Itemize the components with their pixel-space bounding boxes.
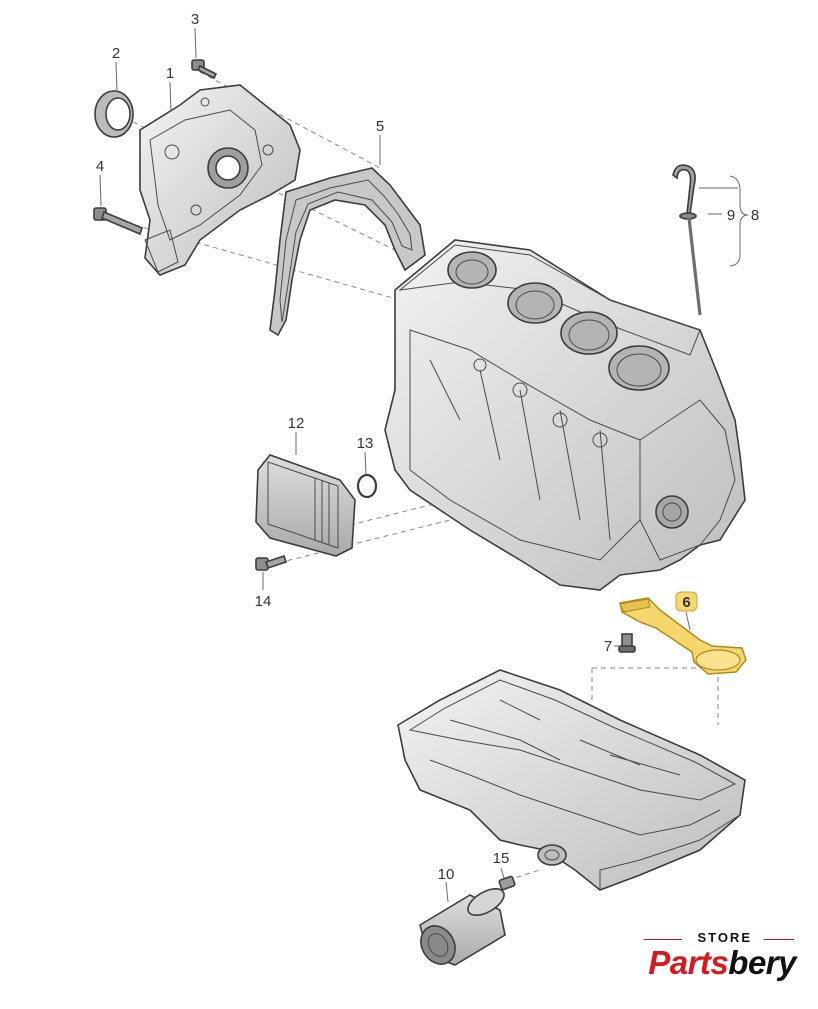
callout-9: 9 bbox=[727, 207, 735, 224]
oil-pan bbox=[397, 669, 746, 891]
callout-14: 14 bbox=[255, 593, 272, 610]
brand-name-red: Parts bbox=[648, 944, 729, 981]
plug-part-15 bbox=[498, 875, 516, 891]
callout-2: 2 bbox=[112, 45, 120, 62]
callout-10: 10 bbox=[438, 866, 455, 883]
callout-1: 1 bbox=[166, 65, 174, 82]
brand-name: Partsbery bbox=[648, 944, 796, 982]
bolt-part-3 bbox=[191, 59, 218, 80]
brand-logo: STORE Partsbery bbox=[624, 930, 796, 990]
callout-7: 7 bbox=[604, 638, 612, 655]
bolt-part-14 bbox=[255, 554, 288, 571]
callout-4: 4 bbox=[96, 158, 104, 175]
callout-12: 12 bbox=[288, 415, 305, 432]
brand-store-text: STORE bbox=[697, 930, 752, 945]
gasket-part-5 bbox=[269, 167, 426, 337]
logo-rule-left bbox=[644, 939, 682, 940]
callout-5: 5 bbox=[376, 118, 384, 135]
seal-ring-part-2 bbox=[94, 90, 134, 138]
callout-3: 3 bbox=[191, 11, 199, 28]
callout-15: 15 bbox=[493, 850, 510, 867]
bolt-part-4 bbox=[93, 207, 143, 236]
callout-labels: 3 2 1 4 5 9 8 12 13 14 7 10 15 bbox=[96, 11, 759, 883]
engine-block bbox=[384, 239, 746, 591]
dipstick-part-8 bbox=[672, 164, 702, 316]
callout-8: 8 bbox=[751, 207, 759, 224]
logo-rule-right bbox=[764, 939, 794, 940]
callout-6-highlighted: 6 bbox=[675, 591, 698, 612]
front-cover-part-1 bbox=[139, 84, 301, 276]
oil-cooler-part-12 bbox=[255, 454, 356, 557]
callout-13: 13 bbox=[357, 435, 374, 452]
o-ring-part-13 bbox=[356, 473, 378, 499]
oil-filter-part-10 bbox=[419, 887, 506, 966]
leader-lines bbox=[99, 27, 749, 903]
brand-name-black: bery bbox=[728, 944, 796, 981]
callout-6: 6 bbox=[682, 594, 690, 611]
highlighted-part-6 bbox=[619, 597, 747, 675]
bolt-part-7 bbox=[618, 633, 636, 653]
